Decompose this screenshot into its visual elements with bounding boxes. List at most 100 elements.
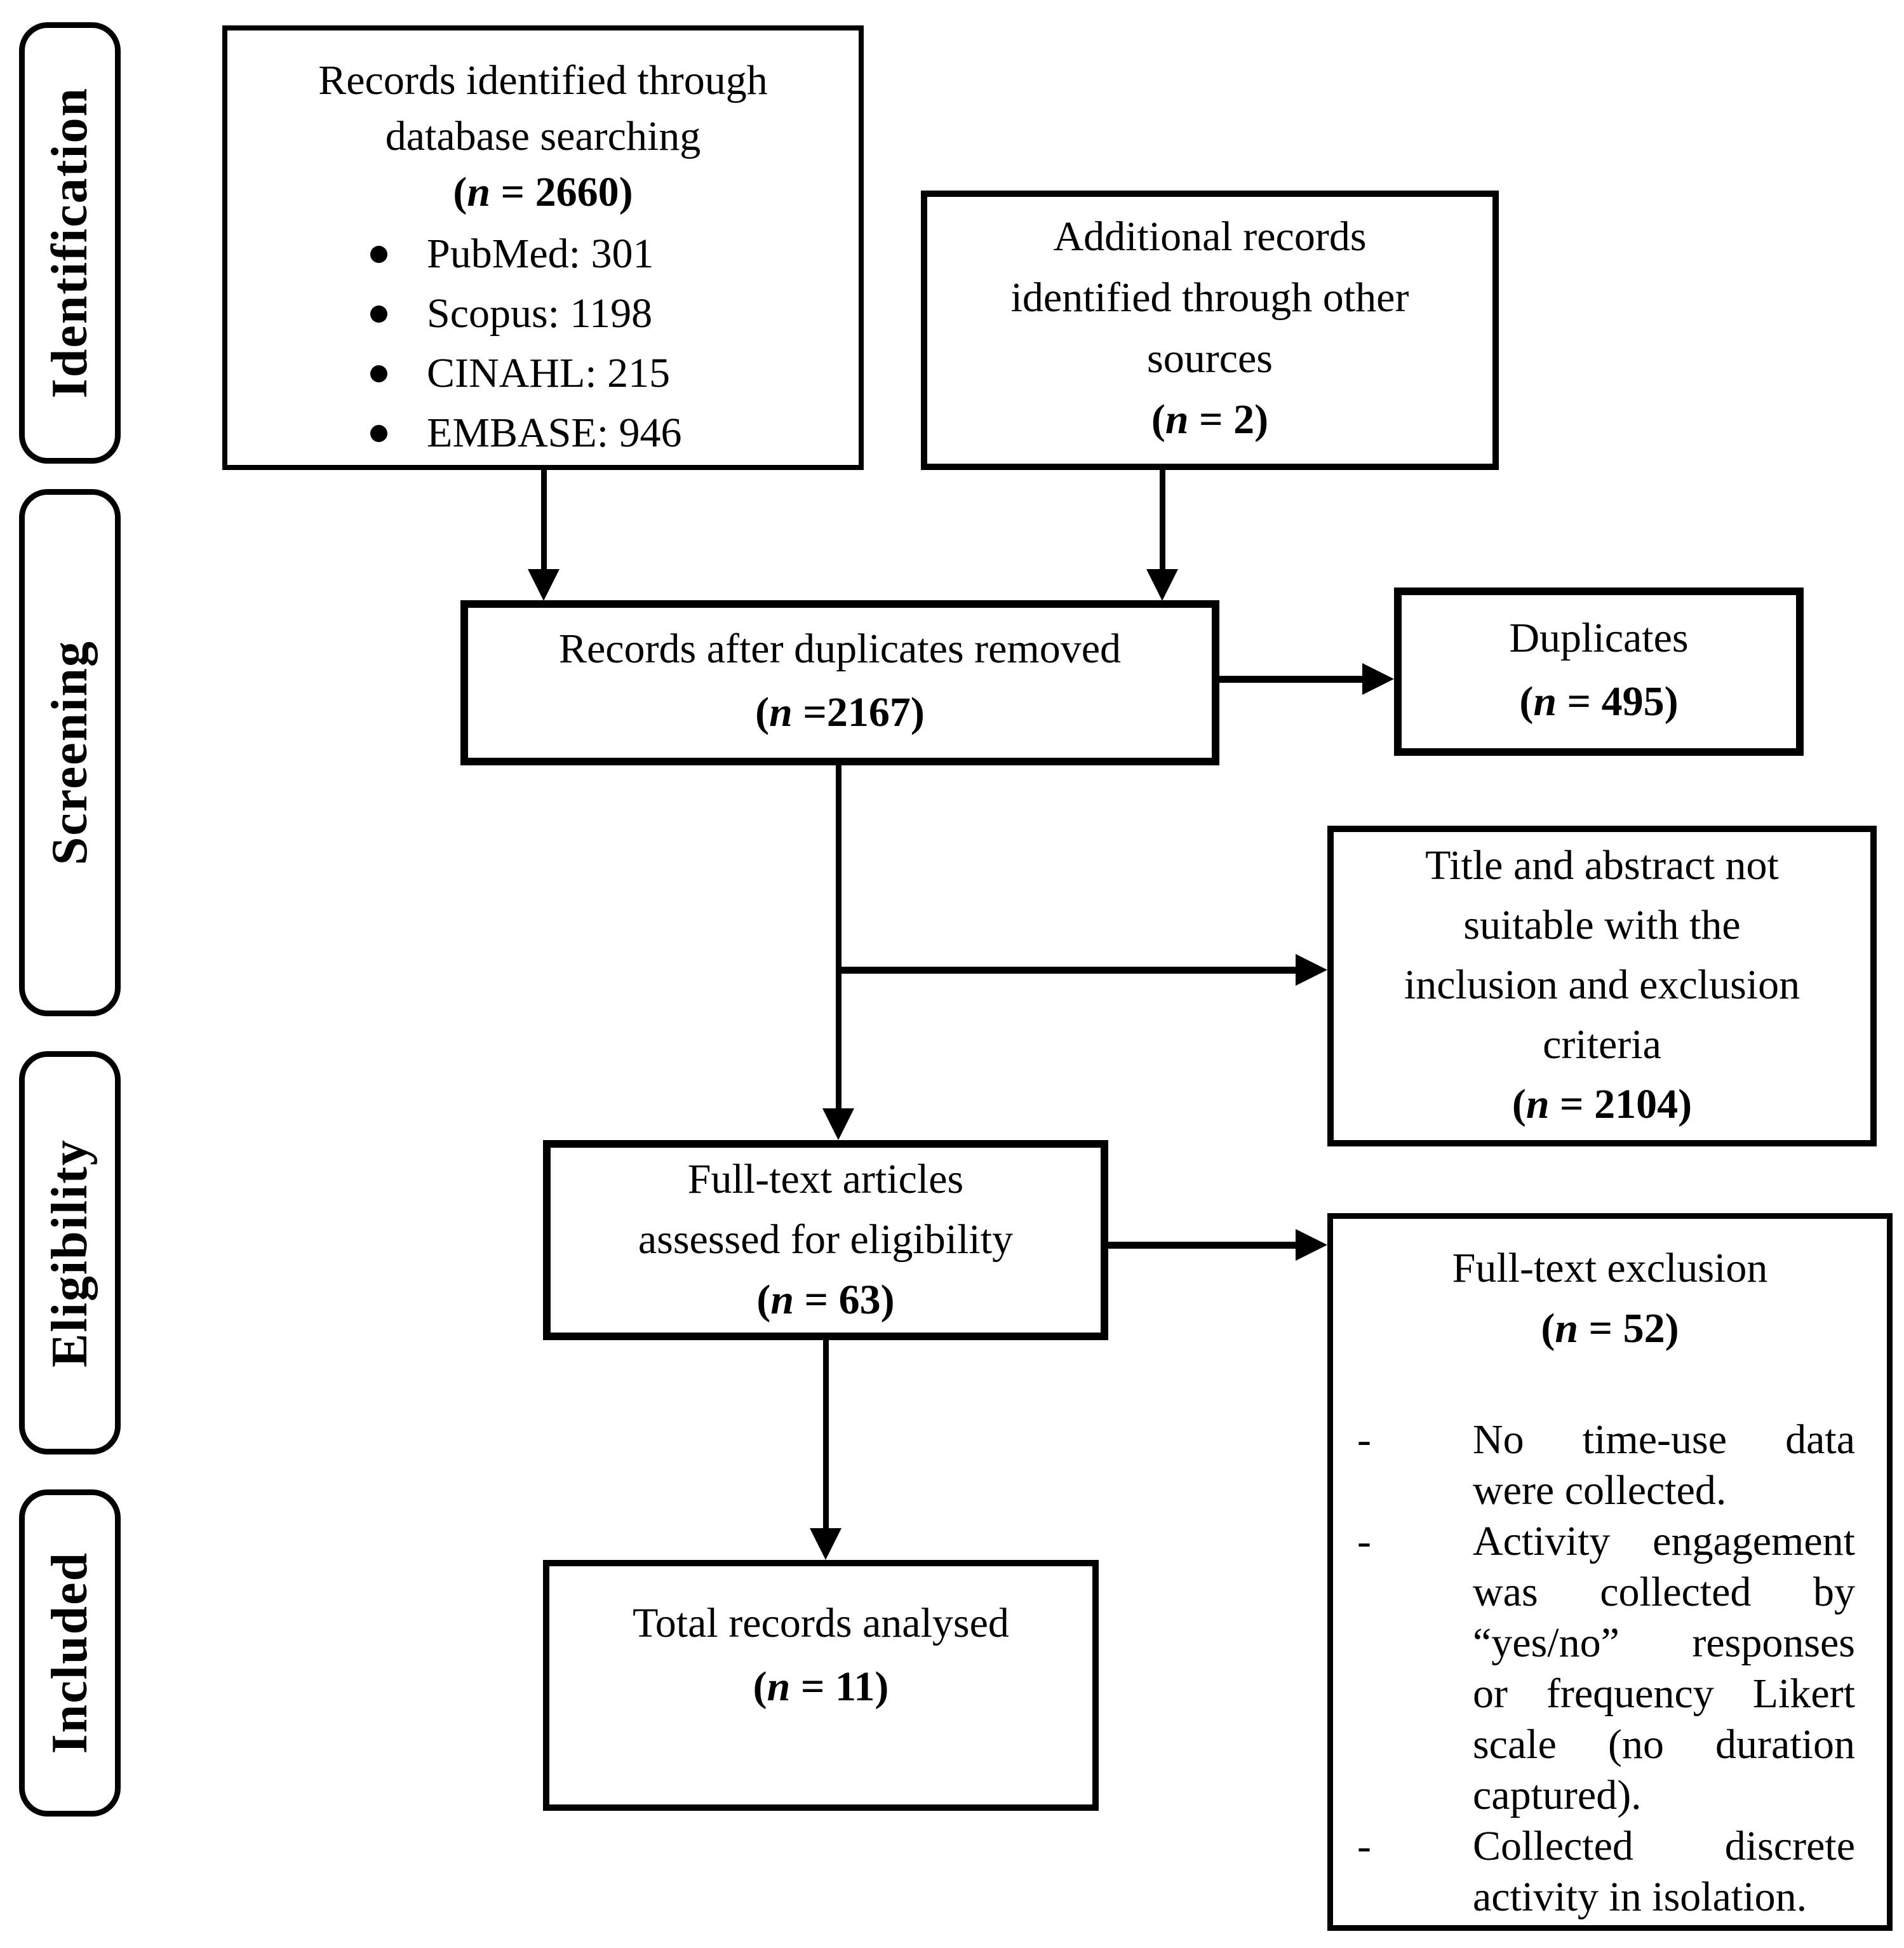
n-var: n — [770, 1277, 794, 1323]
duplicates-count: (n = 495) — [1402, 670, 1796, 734]
bullet-text: EMBASE: 946 — [427, 410, 682, 456]
stage-screening: Screening — [19, 489, 121, 1016]
n-open: ( — [756, 1277, 771, 1323]
exclusion-text-line: No time-use data — [1473, 1416, 1855, 1463]
bullet-item-pubmed: PubMed: 301 — [370, 224, 859, 284]
exclusion-text-line: Collected discrete — [1473, 1823, 1855, 1869]
box-duplicates: Duplicates (n = 495) — [1394, 588, 1804, 756]
n-var: n — [1165, 396, 1189, 443]
exclusion-text-line: activity in isolation. — [1473, 1874, 1807, 1920]
connector-identified-to-dedup — [541, 470, 547, 570]
arrowhead-right-icon — [1362, 663, 1394, 695]
additional-records-count: (n = 2) — [927, 389, 1492, 450]
bullet-icon — [370, 425, 387, 442]
after-duplicates-count: (n =2167) — [468, 681, 1212, 744]
exclusion-reason-list: - No time-use data were collected. - Act… — [1333, 1414, 1887, 1923]
dash-marker: - — [1357, 1823, 1371, 1869]
records-identified-count: (n = 2660) — [227, 165, 859, 220]
bullet-icon — [370, 306, 387, 323]
stage-eligibility: Eligibility — [19, 1051, 121, 1454]
bullet-text: PubMed: 301 — [427, 231, 654, 277]
n-value: = 2) — [1188, 396, 1269, 443]
stage-included-label: Included — [41, 1552, 98, 1754]
exclusion-reason-item: - Activity engagement was collected by “… — [1333, 1516, 1887, 1821]
connector-additional-to-dedup — [1160, 470, 1165, 570]
exclusion-text-line: captured). — [1473, 1772, 1642, 1818]
bullet-text: CINAHL: 215 — [427, 350, 671, 396]
n-var: n — [467, 169, 491, 215]
arrowhead-down-icon — [528, 569, 560, 601]
connector-fulltext-to-exclusion — [1108, 1242, 1297, 1249]
title-abstract-excluded-count: (n = 2104) — [1334, 1075, 1870, 1134]
exclusion-text-line: was collected by — [1473, 1569, 1855, 1615]
n-var: n — [1525, 1081, 1550, 1127]
n-value: = 52) — [1578, 1305, 1679, 1352]
box-title-abstract-excluded: Title and abstract not suitable with the… — [1327, 826, 1877, 1146]
connector-dedup-to-fulltext — [836, 765, 841, 1110]
box-fulltext-exclusion: Full-text exclusion (n = 52) - No time-u… — [1327, 1213, 1893, 1931]
n-value: =2167) — [792, 689, 925, 736]
stage-eligibility-label: Eligibility — [41, 1138, 98, 1367]
bullet-item-cinahl: CINAHL: 215 — [370, 344, 859, 403]
n-value: = 2104) — [1549, 1081, 1693, 1127]
arrowhead-right-icon — [1296, 1229, 1327, 1261]
bullet-icon — [370, 246, 387, 263]
n-open: ( — [1541, 1305, 1555, 1352]
n-value: = 2660) — [490, 169, 633, 215]
box-fulltext-assessed-line: assessed for eligibility — [638, 1216, 1014, 1263]
box-additional-records: Additional records identified through ot… — [921, 191, 1499, 470]
n-open: ( — [1151, 396, 1165, 443]
box-fulltext-assessed-line: Full-text articles — [687, 1156, 964, 1202]
exclusion-reason-text: Collected discrete activity in isolation… — [1473, 1821, 1855, 1923]
arrowhead-right-icon — [1296, 954, 1327, 986]
box-title-abstract-line: Title and abstract not — [1425, 842, 1779, 889]
stage-screening-label: Screening — [41, 640, 98, 866]
box-duplicates-line: Duplicates — [1509, 615, 1689, 661]
box-records-identified-line: database searching — [385, 113, 701, 159]
box-records-identified-line: Records identified through — [318, 57, 768, 104]
exclusion-text-line: or frequency Likert — [1473, 1670, 1855, 1717]
exclusion-text-line: Activity engagement — [1473, 1518, 1855, 1564]
stage-identification-label: Identification — [41, 87, 98, 399]
stage-identification: Identification — [19, 22, 121, 464]
bullet-item-scopus: Scopus: 1198 — [370, 284, 859, 344]
bullet-icon — [370, 365, 387, 382]
fulltext-assessed-count: (n = 63) — [551, 1270, 1101, 1330]
arrowhead-down-icon — [1146, 569, 1178, 601]
n-value: = 11) — [790, 1663, 889, 1710]
connector-fulltext-to-total — [823, 1340, 829, 1529]
n-open: ( — [1512, 1081, 1526, 1127]
exclusion-text-line: scale (no duration — [1473, 1721, 1855, 1768]
database-bullet-list: PubMed: 301 Scopus: 1198 CINAHL: 215 EMB… — [227, 224, 859, 463]
exclusion-reason-text: No time-use data were collected. — [1473, 1414, 1855, 1516]
total-analysed-count: (n = 11) — [549, 1655, 1092, 1719]
box-after-duplicates-line: Records after duplicates removed — [558, 626, 1122, 672]
box-after-duplicates-removed: Records after duplicates removed (n =216… — [460, 600, 1219, 765]
n-var: n — [1533, 678, 1557, 725]
box-fulltext-assessed: Full-text articles assessed for eligibil… — [543, 1140, 1108, 1340]
n-open: ( — [755, 689, 770, 736]
n-var: n — [1555, 1305, 1579, 1352]
box-additional-records-line: sources — [1147, 335, 1273, 382]
box-title-abstract-line: criteria — [1543, 1021, 1661, 1068]
box-additional-records-line: Additional records — [1053, 213, 1367, 260]
box-total-analysed-line: Total records analysed — [633, 1600, 1009, 1646]
stage-included: Included — [19, 1489, 121, 1817]
box-additional-records-line: identified through other — [1010, 274, 1409, 321]
exclusion-text-line: “yes/no” responses — [1473, 1620, 1855, 1666]
box-fulltext-exclusion-title: Full-text exclusion — [1452, 1245, 1768, 1291]
n-var: n — [767, 1663, 791, 1710]
box-title-abstract-line: inclusion and exclusion — [1404, 962, 1800, 1008]
n-value: = 63) — [794, 1277, 895, 1323]
exclusion-reason-item: - Collected discrete activity in isolati… — [1333, 1821, 1887, 1923]
connector-dedup-to-duplicates — [1219, 676, 1363, 683]
n-open: ( — [753, 1663, 767, 1710]
n-value: = 495) — [1557, 678, 1679, 725]
dash-marker: - — [1357, 1416, 1371, 1463]
n-open: ( — [1519, 678, 1534, 725]
bullet-item-embase: EMBASE: 946 — [370, 403, 859, 463]
exclusion-text-line: were collected. — [1473, 1467, 1727, 1514]
n-var: n — [769, 689, 793, 736]
connector-screening-to-title-abstract — [836, 967, 1297, 974]
